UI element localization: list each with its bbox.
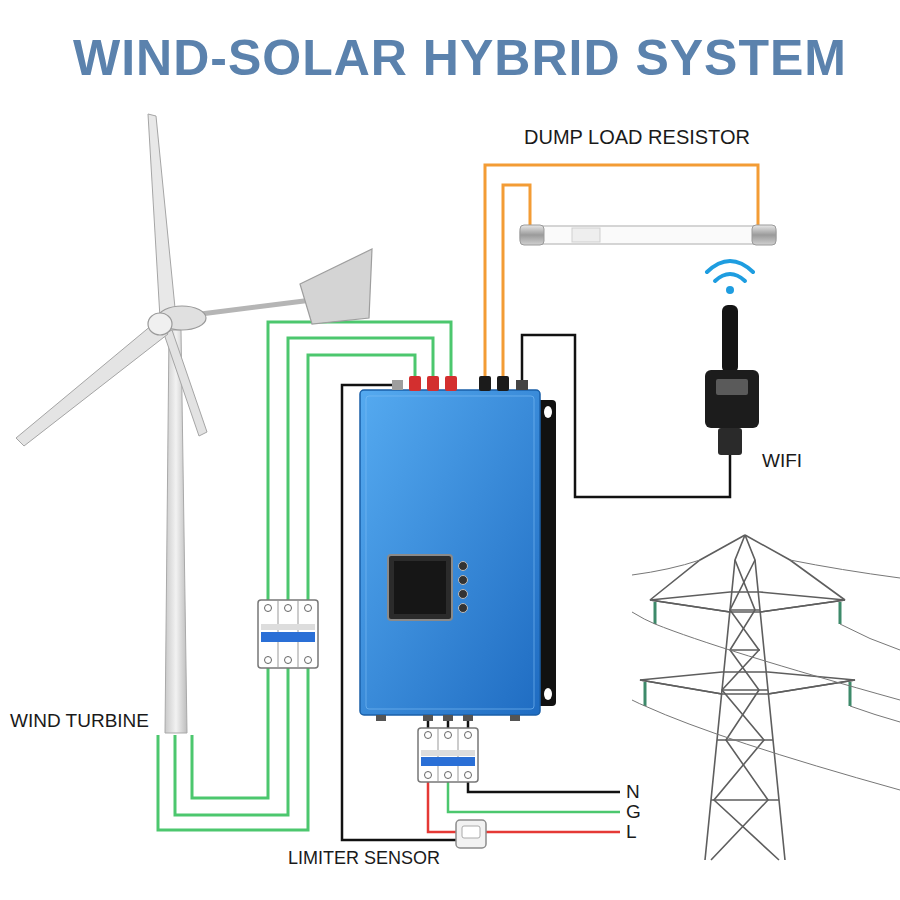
power-pylon <box>850 706 900 722</box>
hybrid-inverter <box>392 380 403 390</box>
part-label: WIFI <box>762 451 802 472</box>
hybrid-inverter <box>376 715 386 721</box>
hybrid-inverter <box>388 555 452 620</box>
circuit-breaker <box>305 657 312 664</box>
hybrid-inverter <box>459 604 468 613</box>
circuit-breaker <box>421 750 475 756</box>
circuit-breaker <box>418 728 478 782</box>
wind-turbine <box>16 320 168 446</box>
hybrid-inverter <box>544 406 552 418</box>
circuit-breaker <box>465 732 472 739</box>
hybrid-inverter <box>427 376 439 391</box>
resistor-symbol <box>572 228 600 242</box>
wifi-dongle <box>722 305 738 373</box>
circuit-breaker <box>258 600 318 668</box>
power-pylon <box>640 600 855 694</box>
circuit-breaker <box>285 605 292 612</box>
wifi-dongle <box>715 274 745 281</box>
resistor-symbol <box>520 225 776 245</box>
hybrid-inverter <box>445 376 457 391</box>
wifi-dongle <box>726 286 734 294</box>
hybrid-inverter <box>394 561 446 614</box>
dump-load-wire <box>503 185 530 380</box>
turbine-wire <box>175 668 288 815</box>
power-pylon <box>632 560 900 578</box>
part-label: LIMITER SENSOR <box>288 849 440 869</box>
hybrid-inverter <box>459 562 468 571</box>
circuit-breaker <box>445 732 452 739</box>
hybrid-inverter <box>510 715 520 721</box>
hybrid-inverter <box>360 376 556 721</box>
dump-load-wire <box>485 165 758 380</box>
circuit-breaker <box>265 657 272 664</box>
circuit-breaker <box>261 632 315 642</box>
circuit-breaker <box>445 772 452 779</box>
wifi-dongle <box>716 379 748 395</box>
power-pylon <box>645 602 850 706</box>
circuit-breaker <box>261 624 315 630</box>
diagram-title: WIND-SOLAR HYBRID SYSTEM <box>73 29 847 87</box>
circuit-breaker <box>258 600 318 668</box>
grid-wire <box>468 782 620 792</box>
wifi-dongle <box>705 370 759 428</box>
limiter-sensor <box>456 820 486 848</box>
power-pylon <box>632 700 900 790</box>
circuit-breaker <box>305 605 312 612</box>
circuit-breaker <box>265 605 272 612</box>
power-pylon <box>711 610 779 800</box>
hybrid-inverter <box>463 715 473 721</box>
hybrid-inverter <box>459 576 468 585</box>
dump-load-wire <box>485 165 758 380</box>
hybrid-inverter <box>497 376 509 391</box>
power-pylon <box>650 592 845 612</box>
circuit-breaker <box>285 657 292 664</box>
limiter-sensor <box>456 820 486 848</box>
turbine-wire <box>192 668 268 798</box>
wifi-dongle <box>707 261 753 272</box>
line-label: G <box>626 802 641 823</box>
circuit-breaker <box>421 757 475 766</box>
power-pylon <box>714 560 779 860</box>
circuit-breaker <box>425 732 432 739</box>
power-pylon <box>632 612 900 700</box>
resistor-symbol <box>520 225 544 245</box>
wind-turbine <box>16 114 372 733</box>
wifi-dongle <box>718 428 742 455</box>
circuit-breaker <box>465 772 472 779</box>
hybrid-inverter <box>443 715 453 721</box>
resistor-symbol <box>520 226 776 244</box>
part-label: WIND TURBINE <box>10 711 149 732</box>
wind-turbine <box>300 249 372 324</box>
hybrid-inverter <box>423 715 433 721</box>
part-label: DUMP LOAD RESISTOR <box>524 126 750 148</box>
line-label: N <box>626 782 640 803</box>
wifi-dongle <box>705 261 759 455</box>
hybrid-inverter <box>516 380 528 390</box>
hybrid-inverter <box>360 390 540 715</box>
hybrid-inverter <box>409 376 421 391</box>
hybrid-inverter <box>544 688 552 700</box>
hybrid-inverter <box>459 590 468 599</box>
power-pylon <box>632 535 900 860</box>
hybrid-inverter <box>366 396 534 709</box>
wind-turbine <box>148 313 172 335</box>
circuit-breaker <box>418 728 478 782</box>
wind-turbine <box>148 114 176 318</box>
circuit-breaker <box>425 772 432 779</box>
limiter-sensor <box>462 826 480 838</box>
power-pylon <box>840 624 900 650</box>
power-pylon <box>650 535 845 600</box>
power-pylon <box>640 672 855 694</box>
power-pylon <box>705 535 785 860</box>
signal-wire <box>342 335 730 840</box>
wind-turbine <box>164 330 207 436</box>
grid-wire <box>448 782 620 812</box>
grid-wire <box>428 715 468 728</box>
line-label: L <box>626 822 637 843</box>
hybrid-inverter <box>479 376 491 391</box>
resistor-symbol <box>752 225 776 245</box>
